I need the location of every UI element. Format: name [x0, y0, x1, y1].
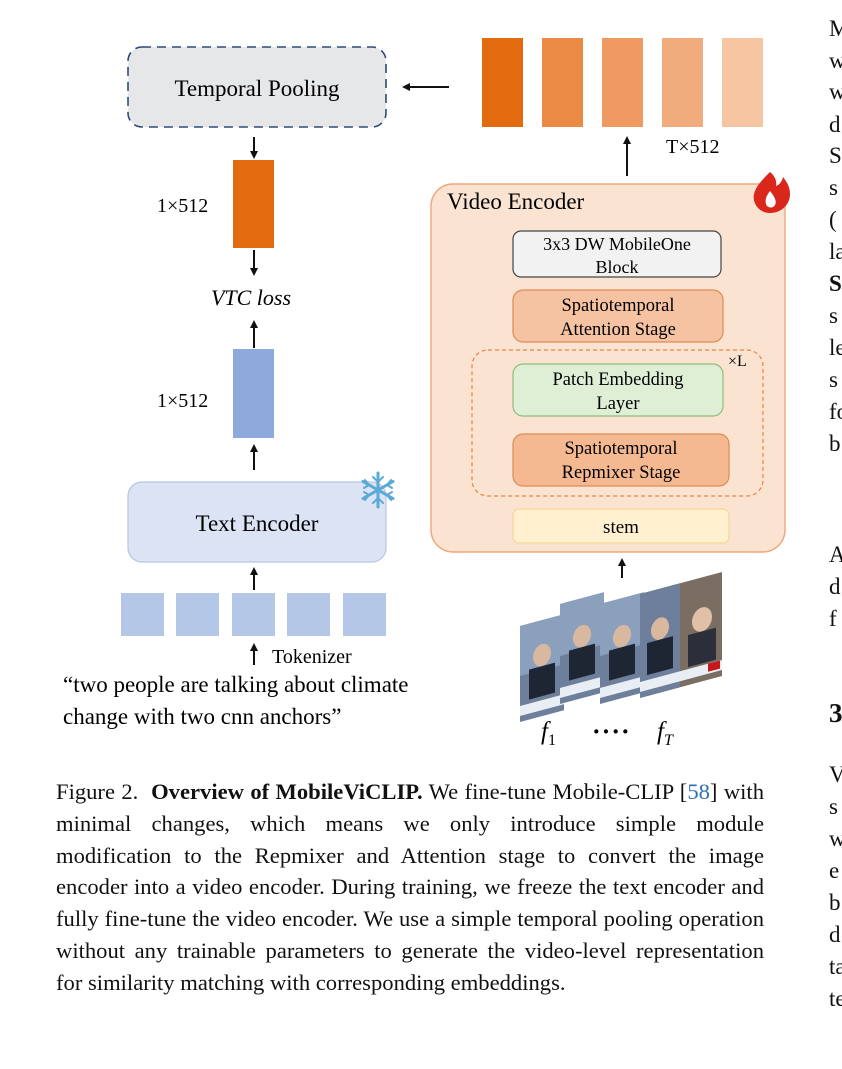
figure-2: Temporal Pooling T×512 1×512 VTC loss 1×… — [63, 38, 790, 749]
side-line: d — [829, 922, 841, 947]
video-frames — [520, 572, 722, 722]
side-line: b — [829, 431, 841, 456]
mobileone-block-label-2: Block — [596, 257, 639, 277]
side-line: w — [829, 826, 842, 851]
patch-embedding-block — [512, 363, 724, 417]
side-line: w — [829, 48, 842, 73]
frame-ellipsis: ···· — [592, 717, 631, 746]
side-line: d — [829, 112, 841, 137]
repeat-group — [471, 349, 764, 497]
side-line: f — [829, 606, 837, 631]
video-encoder-label: Video Encoder — [447, 189, 585, 214]
attention-stage-label-1: Spatiotemporal — [561, 296, 674, 316]
fire-icon — [753, 172, 790, 213]
temporal-pooling-label: Temporal Pooling — [174, 76, 340, 101]
video-frame — [520, 614, 564, 722]
side-line: s — [829, 367, 838, 392]
frame-features — [482, 38, 763, 127]
text-encoder-label: Text Encoder — [196, 511, 319, 536]
side-line: S — [829, 271, 842, 296]
citation-link[interactable]: 58 — [687, 779, 710, 804]
caption-label: Figure 2. — [56, 779, 139, 804]
video-frame — [600, 592, 644, 704]
input-text-line-2: change with two cnn anchors” — [63, 704, 341, 729]
first-frame-label: f1 — [541, 718, 556, 749]
side-line: b — [829, 890, 841, 915]
frame-feature-dim-label: T×512 — [666, 136, 720, 158]
side-line: w — [829, 79, 842, 104]
stem-label: stem — [603, 517, 639, 538]
video-embedding-bar — [233, 160, 274, 248]
text-encoder-box — [127, 481, 387, 563]
mobileone-block-label-1: 3x3 DW MobileOne — [543, 234, 691, 254]
frame-feature-bar — [542, 38, 583, 127]
caption-title: Overview of MobileViCLIP. — [151, 779, 423, 804]
attention-stage-block — [512, 289, 724, 343]
caption-text-b: ] with minimal changes, which means we o… — [56, 779, 765, 995]
frame-feature-bar — [482, 38, 523, 127]
token — [232, 593, 275, 636]
temporal-pooling-box — [127, 46, 387, 128]
token — [343, 593, 386, 636]
patch-embedding-label-1: Patch Embedding — [552, 370, 683, 390]
mobileone-block — [512, 230, 722, 278]
text-embedding-dim-label: 1×512 — [157, 390, 208, 412]
video-frame — [560, 592, 604, 704]
side-line: M — [829, 16, 842, 41]
side-line: d — [829, 574, 841, 599]
side-line: ta — [829, 954, 842, 979]
last-frame-label: fT — [657, 718, 674, 749]
token — [287, 593, 330, 636]
repmixer-stage-label-1: Spatiotemporal — [564, 439, 677, 459]
side-line: V — [829, 762, 842, 787]
frame-feature-bar — [722, 38, 763, 127]
side-line: ( — [829, 207, 837, 232]
attention-stage-label-2: Attention Stage — [560, 320, 676, 340]
side-line: s — [829, 794, 838, 819]
frame-feature-bar — [602, 38, 643, 127]
side-line: A — [829, 542, 842, 567]
caption-text-a: We fine-tune Mobile-CLIP [ — [422, 779, 688, 804]
side-line: 3 — [829, 698, 842, 728]
side-line: la — [829, 239, 842, 264]
video-embedding-dim-label: 1×512 — [157, 195, 208, 217]
adjacent-column-text: M w w d S s ( la S s le s fo b A d f 3 V… — [829, 0, 842, 1069]
tokenizer-label: Tokenizer — [272, 646, 352, 668]
snowflake-icon — [361, 471, 395, 509]
side-line: s — [829, 303, 838, 328]
text-tokens — [121, 593, 386, 636]
side-line: s — [829, 175, 838, 200]
frame-feature-bar — [662, 38, 703, 127]
repeat-label: ×L — [728, 353, 747, 370]
video-frame — [640, 572, 722, 698]
repmixer-stage-block — [512, 433, 730, 487]
vtc-loss-label: VTC loss — [211, 285, 291, 310]
token — [121, 593, 164, 636]
input-text-line-1: “two people are talking about climate — [63, 672, 409, 697]
patch-embedding-label-2: Layer — [596, 394, 639, 414]
stem-block — [512, 508, 730, 544]
side-line: fo — [829, 399, 842, 424]
side-line: te — [829, 986, 842, 1011]
text-embedding-bar — [233, 349, 274, 438]
repmixer-stage-label-2: Repmixer Stage — [562, 463, 681, 483]
side-line: S — [829, 143, 842, 168]
side-line: le — [829, 335, 842, 360]
figure-caption: Figure 2. Overview of MobileViCLIP. We f… — [56, 776, 764, 999]
side-line: e — [829, 858, 840, 883]
token — [176, 593, 219, 636]
